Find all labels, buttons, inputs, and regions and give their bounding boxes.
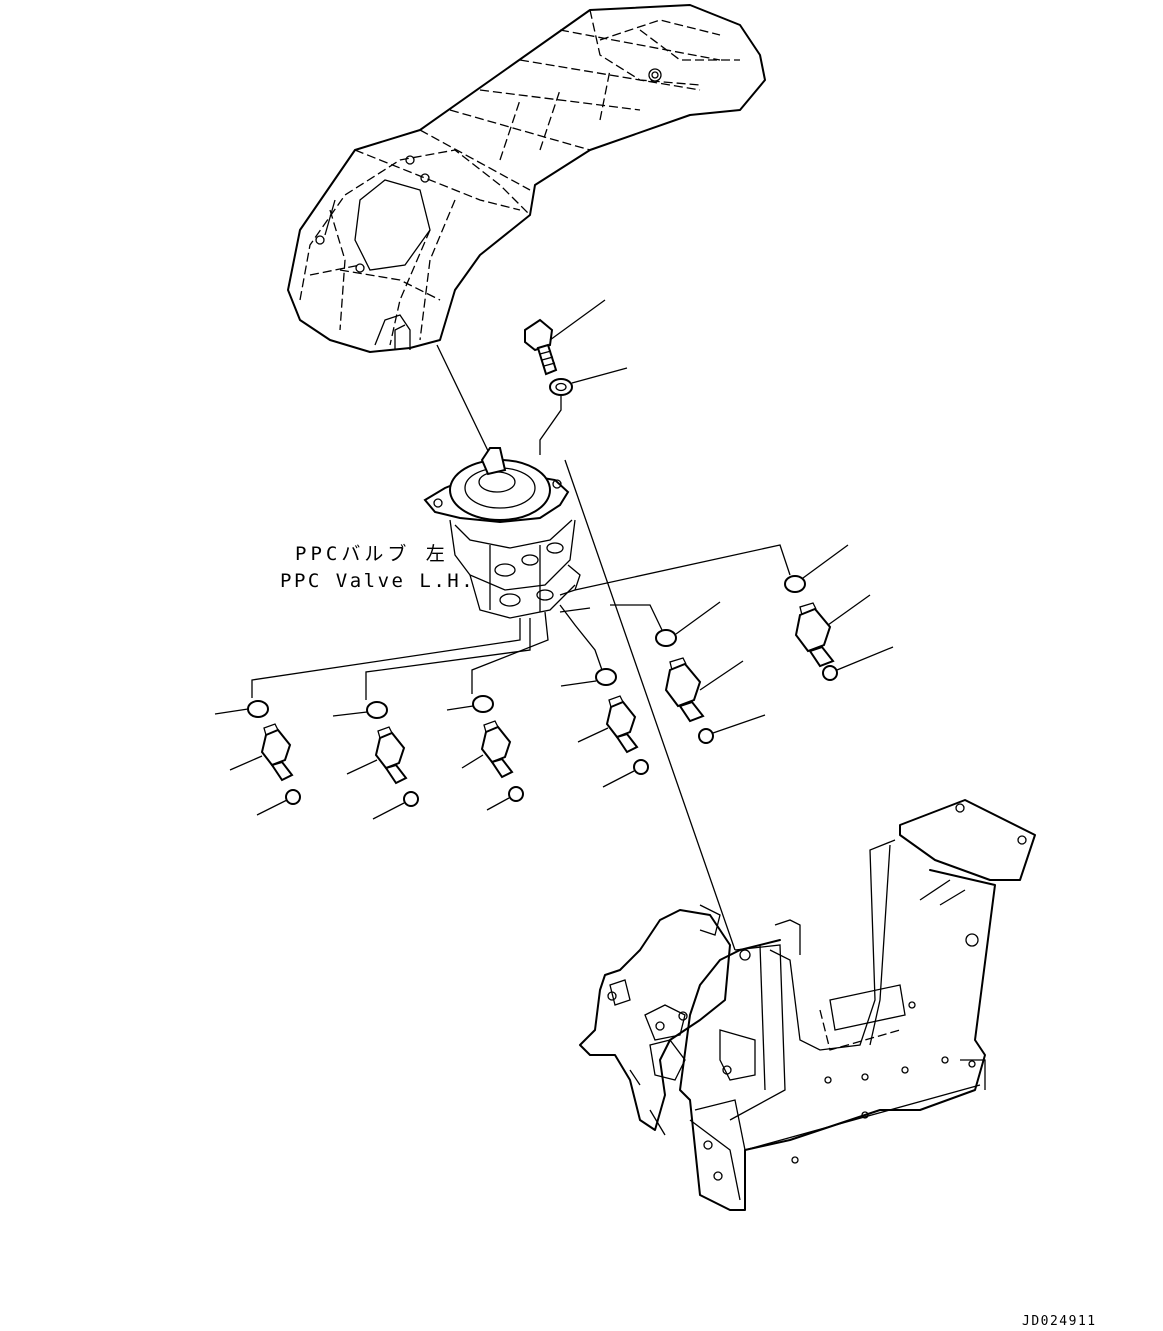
drawing-code: JD024911 xyxy=(1022,1314,1097,1329)
fitting-3 xyxy=(446,695,524,811)
console-bracket xyxy=(579,799,1036,1211)
fitting-1 xyxy=(214,700,301,816)
ppc-valve-label-en: PPC Valve L.H. xyxy=(280,570,476,592)
fitting-2 xyxy=(332,701,419,820)
bracket-leader xyxy=(564,459,736,951)
fitting-6 xyxy=(784,544,894,681)
fitting-4 xyxy=(560,668,649,788)
console-cover xyxy=(287,4,766,353)
fitting-5 xyxy=(655,601,766,744)
ppc-valve-label-jp: PPCバルブ 左 xyxy=(295,543,449,565)
bolt xyxy=(524,299,606,376)
console-leader xyxy=(436,344,491,456)
ppc-valve xyxy=(423,447,581,619)
washer xyxy=(539,367,628,455)
valve-leaders xyxy=(251,544,791,700)
